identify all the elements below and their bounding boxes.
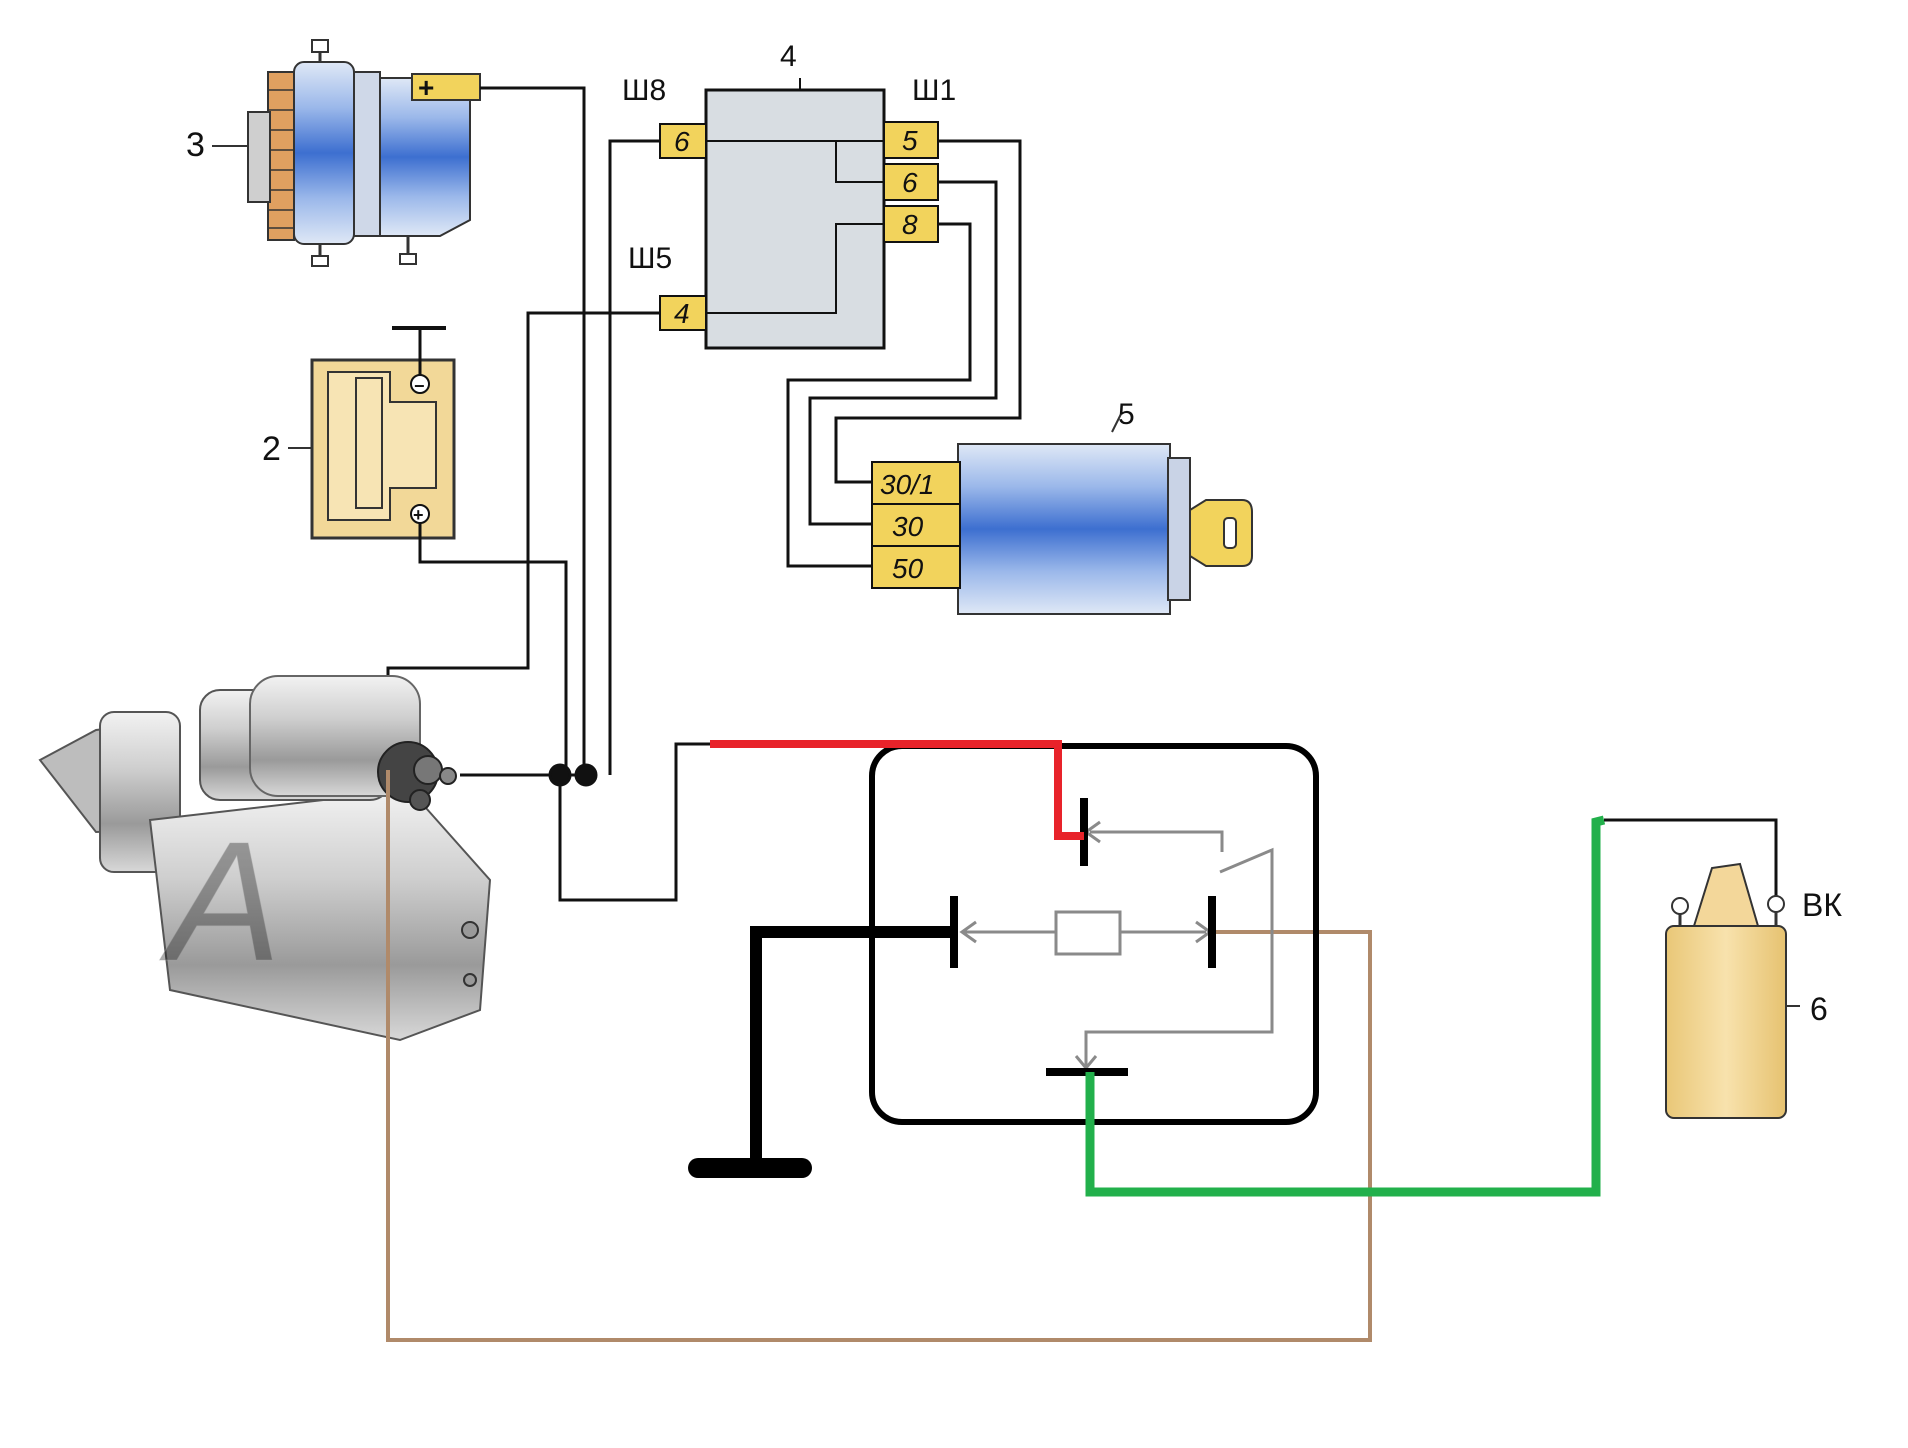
connector-sh5-label: Ш5 [628,242,672,275]
svg-text:30/1: 30/1 [880,469,935,500]
svg-text:30: 30 [892,511,924,542]
battery-number: 2 [262,430,281,468]
battery-plus: + [413,505,424,525]
coil-number: 6 [1810,991,1828,1027]
generator-number: 3 [186,126,205,164]
ignition-terminal-30 [871,503,961,547]
generator-terminal [411,73,481,101]
svg-text:6: 6 [902,167,918,198]
generator: + 3 [186,39,481,267]
svg-text:5: 5 [902,125,918,156]
svg-text:6: 6 [674,126,690,157]
ignition-switch: 5 30/1 30 50 [871,398,1253,615]
ignition-terminal-50 [871,545,961,589]
generator-plus-label: + [418,72,434,103]
connector-sh1-label: Ш1 [912,74,956,107]
red-wire [710,740,1084,840]
brown-wire [386,770,1372,1342]
relay-block: 4 Ш8 6 Ш5 4 Ш1 5 6 8 [622,40,956,350]
watermark-logo: A [159,807,281,997]
svg-text:8: 8 [902,209,918,240]
ignition-key-icon [1189,499,1253,567]
battery: − + 2 [262,326,456,540]
relay-block-number: 4 [780,40,797,73]
connector-sh8-label: Ш8 [622,74,666,107]
ignition-number: 5 [1118,398,1135,431]
svg-text:4: 4 [674,298,690,329]
sh5-pin-4 [659,295,707,331]
black-wiring [386,86,1022,902]
starter-motor: A [38,675,492,1042]
svg-text:50: 50 [892,553,924,584]
battery-minus: − [414,376,425,396]
sh1-pin-8 [883,205,939,243]
sh8-pin-6 [659,123,707,159]
green-wire [1085,815,1606,1197]
coil-terminal-label: ВК [1802,887,1842,923]
ground-symbol [688,926,954,1178]
ignition-coil: ВК 6 [1665,862,1842,1119]
